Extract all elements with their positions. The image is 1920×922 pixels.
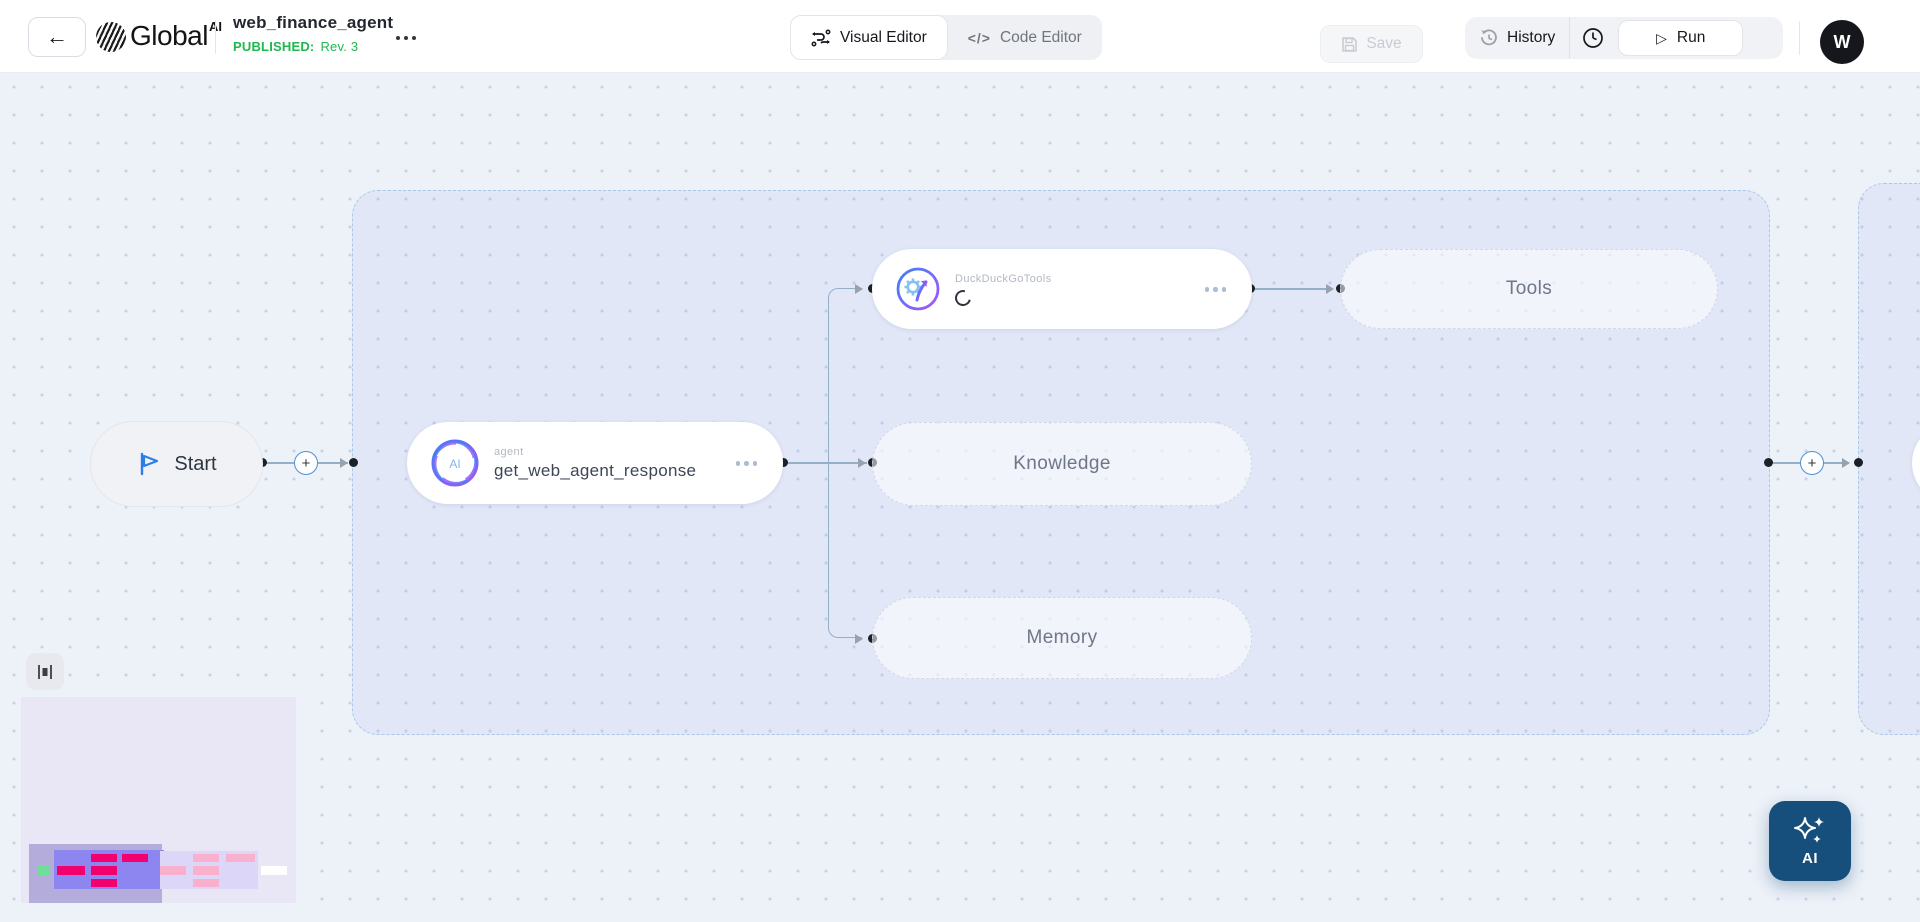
brand-logo: Global AI	[96, 20, 222, 52]
edge-arrowhead-icon	[855, 634, 863, 644]
status-badge: PUBLISHED:	[233, 39, 315, 54]
back-button[interactable]: ←	[28, 17, 86, 57]
tab-code-editor-label: Code Editor	[999, 28, 1082, 46]
minimap-node	[91, 866, 117, 875]
tab-visual-editor-label: Visual Editor	[840, 28, 927, 46]
minimap-node	[160, 866, 186, 875]
edge-agent-to-memory	[828, 463, 862, 638]
history-button[interactable]: History	[1465, 28, 1569, 48]
minimap-node	[122, 854, 148, 862]
divider	[1799, 21, 1800, 55]
gear-arrow-icon	[896, 267, 940, 311]
add-node-button[interactable]: +	[1800, 451, 1824, 475]
start-node[interactable]: Start	[90, 421, 263, 507]
code-brackets-icon: </>	[967, 29, 991, 46]
memory-placeholder-label: Memory	[1026, 627, 1098, 648]
edge-agent-to-duckduckgo	[828, 288, 862, 463]
user-avatar[interactable]: W	[1820, 20, 1864, 64]
minimap-node	[193, 866, 219, 875]
schedule-button[interactable]	[1570, 27, 1616, 49]
page-title: web_finance_agent	[233, 13, 394, 32]
tab-code-editor[interactable]: </> Code Editor	[948, 15, 1102, 60]
back-arrow-icon: ←	[46, 24, 68, 49]
duckduckgo-tools-node[interactable]: DuckDuckGoTools	[872, 249, 1252, 329]
brand-name: Global	[130, 20, 208, 51]
divider	[1569, 17, 1571, 59]
minimap-node	[226, 854, 255, 862]
minimap-node	[91, 854, 117, 862]
minimap-node	[57, 866, 85, 875]
frame-icon	[38, 664, 52, 679]
edge-arrowhead-icon	[858, 458, 866, 468]
flow-route-icon	[811, 29, 831, 46]
more-options-button[interactable]	[392, 32, 420, 44]
ai-assistant-button[interactable]: AI	[1769, 801, 1851, 881]
toolbar-cluster: History ▷ Run	[1465, 17, 1783, 59]
ai-swirl-icon: AI	[431, 439, 479, 487]
globe-logo-icon	[96, 22, 126, 52]
agent-node[interactable]: AI agent get_web_agent_response	[407, 422, 783, 504]
offscreen-node[interactable]	[1912, 423, 1920, 503]
play-icon: ▷	[1656, 29, 1667, 46]
memory-placeholder-node[interactable]: Memory	[872, 597, 1252, 679]
ai-fab-label: AI	[1802, 849, 1818, 867]
top-toolbar: ← Global AI web_finance_agent PUBLISHED:…	[0, 0, 1920, 73]
document-info: web_finance_agent PUBLISHED: Rev. 3	[233, 13, 393, 54]
duckduckgo-node-label: DuckDuckGoTools	[955, 272, 1052, 285]
run-button[interactable]: ▷ Run	[1618, 20, 1744, 56]
agent-node-menu[interactable]	[735, 461, 757, 466]
clock-icon	[1583, 28, 1604, 48]
edge-arrowhead-icon	[1326, 284, 1334, 294]
flag-icon	[141, 452, 159, 476]
svg-text:AI: AI	[449, 457, 460, 471]
avatar-initial: W	[1833, 31, 1851, 52]
minimap-node	[91, 879, 117, 887]
agent-node-name: get_web_agent_response	[494, 460, 697, 480]
fit-view-button[interactable]	[26, 653, 64, 690]
history-icon	[1481, 29, 1497, 46]
minimap[interactable]	[21, 697, 296, 903]
agent-node-type: agent	[494, 445, 524, 458]
knowledge-placeholder-node[interactable]: Knowledge	[872, 422, 1252, 506]
start-node-label: Start	[174, 452, 217, 475]
group-output-handle[interactable]	[1764, 458, 1773, 467]
add-node-button[interactable]: +	[294, 451, 318, 475]
knowledge-placeholder-label: Knowledge	[1013, 453, 1111, 474]
minimap-node	[193, 854, 219, 862]
run-button-label: Run	[1676, 29, 1706, 46]
history-button-label: History	[1507, 29, 1556, 46]
edge-arrowhead-icon	[1842, 458, 1850, 468]
revision-label: Rev. 3	[320, 39, 359, 54]
loading-spinner	[952, 286, 974, 309]
divider	[215, 20, 216, 54]
agent-output-handle[interactable]	[779, 458, 788, 467]
edge-agent-to-knowledge	[787, 462, 867, 464]
flow-canvas[interactable]: + + Start	[0, 73, 1920, 922]
editor-mode-toggle: Visual Editor </> Code Editor	[790, 15, 1102, 60]
tools-placeholder-node[interactable]: Tools	[1340, 249, 1718, 329]
tools-placeholder-label: Tools	[1505, 278, 1553, 299]
save-button-label: Save	[1366, 35, 1402, 52]
publish-status: PUBLISHED: Rev. 3	[233, 39, 393, 54]
edge-arrowhead-icon	[855, 284, 863, 294]
group-input-handle[interactable]	[349, 458, 358, 467]
tab-visual-editor[interactable]: Visual Editor	[790, 15, 948, 60]
next-group-box[interactable]	[1858, 183, 1920, 735]
save-button[interactable]: Save	[1320, 25, 1423, 63]
minimap-node	[261, 866, 287, 875]
sparkles-icon	[1794, 816, 1824, 843]
edge-duckduckgo-to-tools	[1254, 288, 1332, 290]
next-group-input-handle[interactable]	[1854, 458, 1863, 467]
minimap-start-node	[37, 865, 50, 876]
save-floppy-icon	[1342, 36, 1358, 52]
edge-arrowhead-icon	[340, 458, 348, 468]
duckduckgo-node-menu[interactable]	[1204, 287, 1226, 292]
minimap-node	[193, 879, 219, 887]
